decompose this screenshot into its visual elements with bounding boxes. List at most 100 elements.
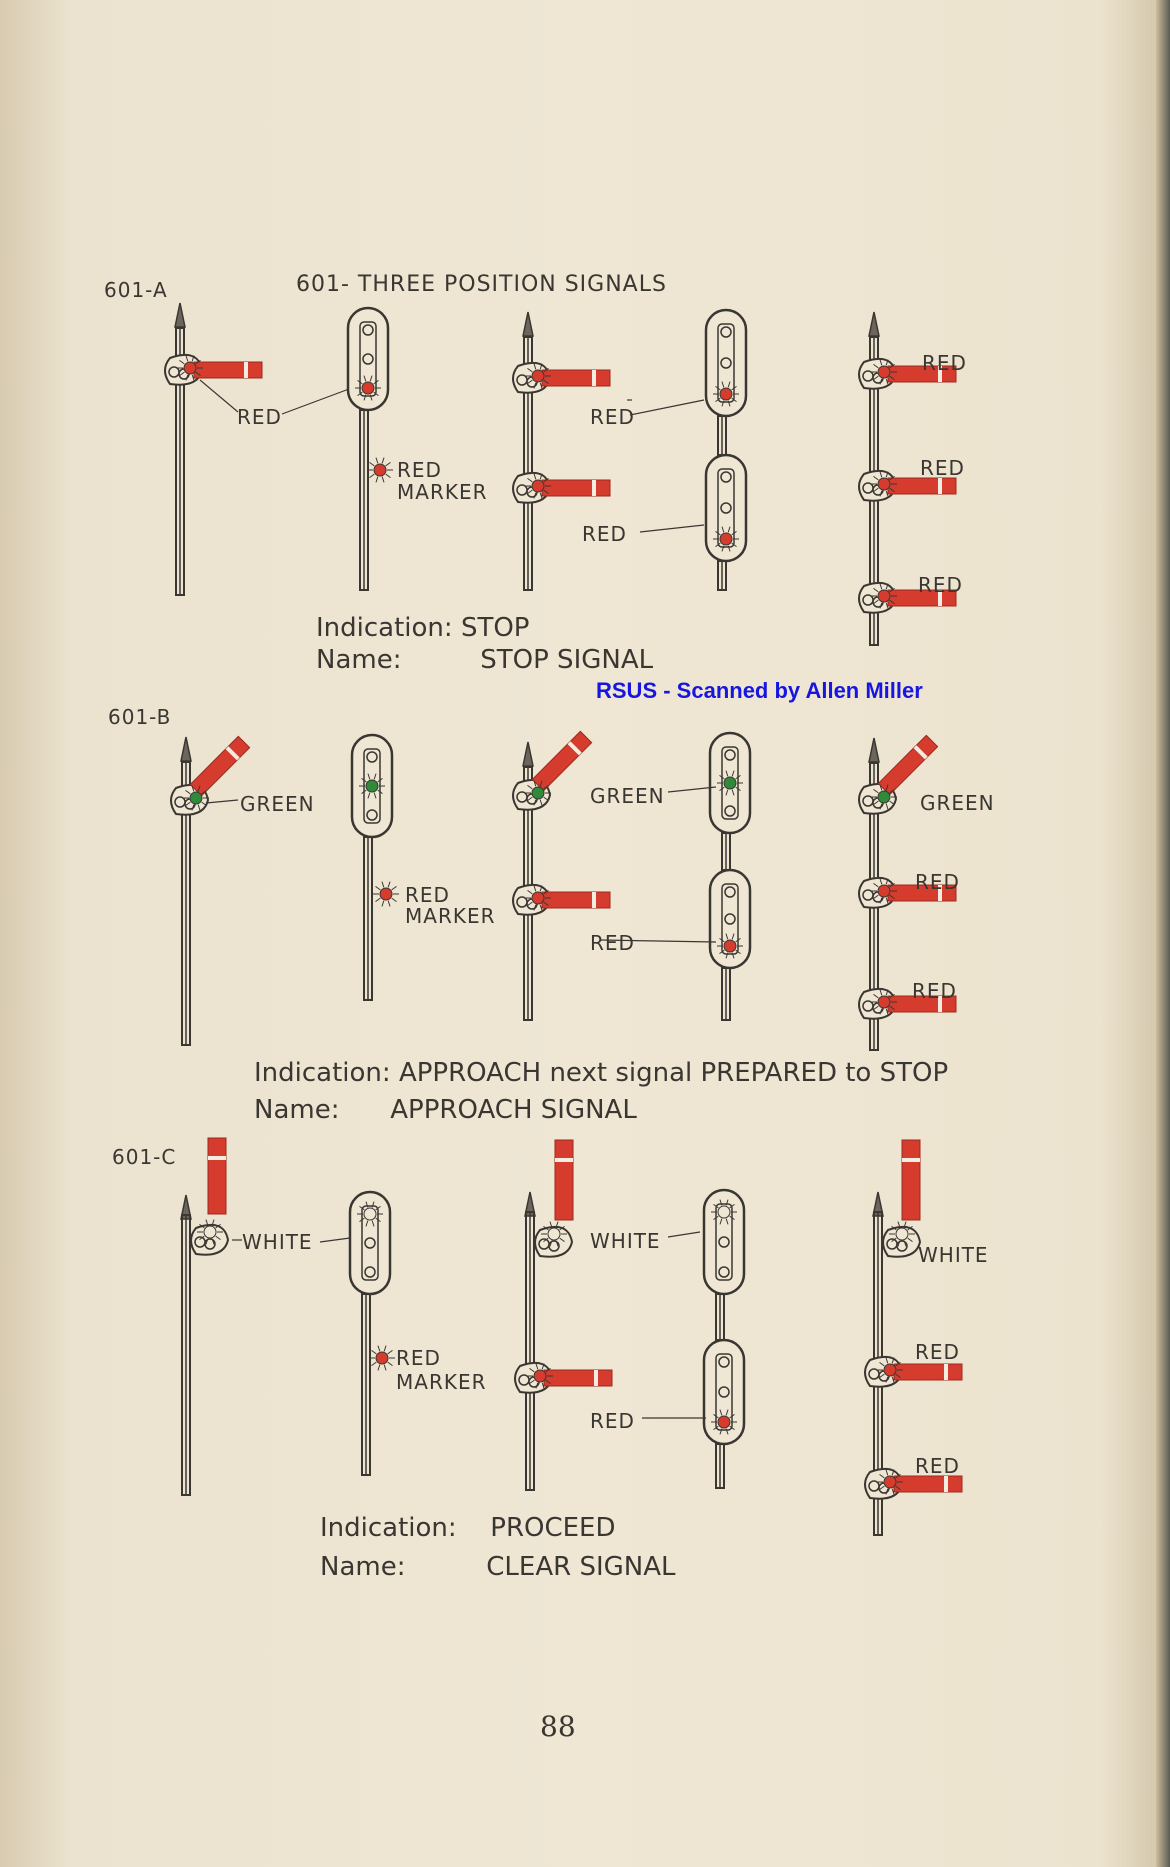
red-light — [723, 939, 737, 953]
light-ray — [879, 784, 883, 791]
unlit-lens — [718, 1386, 730, 1398]
light-ray — [381, 476, 385, 483]
label-white: WHITE — [242, 1230, 313, 1254]
light-ray — [885, 878, 889, 885]
light-ray — [885, 803, 889, 810]
light-ray — [713, 1203, 719, 1209]
light-ray — [879, 1361, 885, 1367]
light-ray — [715, 542, 721, 548]
light-ray — [375, 457, 379, 464]
red-light — [877, 995, 891, 1009]
blade-stripe — [938, 366, 942, 382]
blade-body — [541, 479, 611, 497]
red-light — [877, 884, 891, 898]
light-ray — [195, 359, 201, 365]
red-light — [883, 1363, 897, 1377]
label-green: GREEN — [590, 784, 665, 808]
light-ray — [527, 379, 533, 385]
semaphore-blade — [541, 891, 611, 909]
red-light — [719, 532, 733, 546]
blade-body — [531, 730, 593, 792]
red-light — [363, 1207, 377, 1221]
semaphore-blade — [193, 361, 263, 379]
blade-stripe — [913, 745, 928, 760]
red-light — [877, 477, 891, 491]
blade-body — [193, 361, 263, 379]
light-ray — [541, 1363, 545, 1370]
light-ray — [889, 587, 895, 593]
blade-stripe — [938, 996, 942, 1012]
light-ray — [543, 784, 549, 790]
light-ray — [885, 583, 889, 590]
light-ray — [891, 1237, 897, 1243]
label-red-marker: RED — [396, 1346, 441, 1370]
light-ray — [895, 1473, 901, 1479]
light-ray — [371, 1349, 377, 1355]
light-ray — [873, 894, 879, 900]
leader-line — [639, 524, 705, 533]
semaphore-blade — [189, 735, 251, 797]
light-ray — [889, 993, 895, 999]
red-light — [717, 1205, 731, 1219]
red-light — [895, 1227, 909, 1241]
light-ray — [371, 1220, 375, 1227]
light-ray — [889, 882, 895, 888]
light-ray — [539, 904, 543, 911]
color-light-housing — [346, 306, 390, 412]
light-ray — [363, 375, 367, 382]
light-ray — [731, 770, 735, 777]
light-ray — [879, 602, 883, 609]
light-ray — [895, 1485, 901, 1491]
light-ray — [879, 1008, 883, 1015]
light-ray — [191, 785, 195, 792]
light-ray — [889, 788, 895, 794]
indication-value: APPROACH next signal PREPARED to STOP — [398, 1058, 949, 1088]
light-ray — [719, 1199, 723, 1206]
light-ray — [201, 801, 207, 807]
unlit-lens — [362, 353, 374, 365]
light-ray — [719, 1428, 723, 1435]
light-ray — [713, 1413, 719, 1419]
light-ray — [873, 788, 879, 794]
unlit-lens — [720, 471, 732, 483]
light-ray — [371, 1361, 377, 1367]
light-ray — [377, 789, 383, 795]
label-red: RED — [915, 870, 960, 894]
blade-body — [893, 1475, 963, 1493]
light-ray — [545, 1367, 551, 1373]
light-ray — [361, 789, 367, 795]
light-ray — [359, 1205, 365, 1211]
unlit-lens — [720, 326, 732, 338]
light-ray — [359, 1217, 365, 1223]
label-red: RED — [590, 405, 635, 429]
light-ray — [879, 878, 883, 885]
light-ray — [873, 375, 879, 381]
light-ray — [215, 1235, 221, 1241]
blade-stripe — [938, 590, 942, 606]
light-ray — [879, 989, 883, 996]
light-ray — [715, 397, 721, 403]
light-ray — [889, 894, 895, 900]
light-ray — [885, 471, 889, 478]
spectacle-lens — [204, 1238, 216, 1250]
light-ray — [879, 378, 883, 385]
color-light-housing — [348, 1190, 392, 1296]
leader-line — [205, 799, 239, 804]
red-light — [883, 1475, 897, 1489]
light-ray — [179, 371, 185, 377]
light-ray — [879, 803, 883, 810]
indication-value: STOP — [460, 613, 530, 643]
lens-panel — [715, 1203, 733, 1281]
light-ray — [375, 1205, 381, 1211]
semaphore-blade — [541, 369, 611, 387]
light-ray — [543, 489, 549, 495]
light-ray — [907, 1237, 913, 1243]
light-ray — [381, 881, 385, 888]
label-white: WHITE — [590, 1229, 661, 1253]
page-number: 88 — [540, 1710, 576, 1743]
label-green: GREEN — [920, 791, 995, 815]
light-ray — [549, 1221, 553, 1228]
scan-credit: RSUS - Scanned by Allen Miller — [596, 678, 923, 703]
name-key: Name: — [316, 645, 402, 675]
light-ray — [891, 1357, 895, 1364]
